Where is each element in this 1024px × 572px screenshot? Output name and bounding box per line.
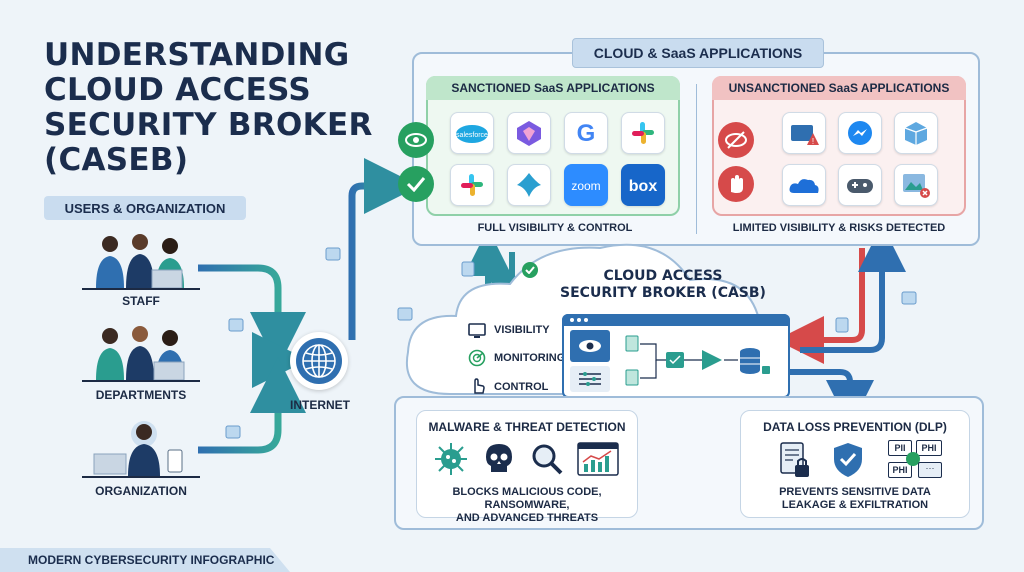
sliders-icon (570, 366, 610, 392)
monitor-icon (468, 322, 486, 340)
checkmark-icon (398, 166, 434, 202)
window-dot (570, 318, 574, 322)
globe-icon (290, 332, 348, 390)
radar-icon (468, 349, 486, 367)
casb-title-line1: CLOUD ACCESS (603, 268, 723, 284)
doc-icon (901, 291, 917, 305)
box-icon[interactable]: box (621, 164, 665, 206)
divider (82, 288, 200, 290)
casb-title-line2: SECURITY BROKER (CASB) (560, 285, 766, 301)
organization-illustration (82, 416, 200, 476)
arrow-casb-dlp-top (790, 369, 874, 428)
gamepad-icon[interactable] (838, 164, 882, 206)
window-dot (577, 318, 581, 322)
doc-icon (225, 425, 241, 439)
app-icon[interactable] (507, 164, 551, 206)
doc-icon (397, 307, 413, 321)
arrow-staff-internet (198, 264, 306, 368)
eye-slash-icon (718, 122, 754, 158)
shield-check-icon (828, 440, 868, 480)
eye-icon (398, 122, 434, 158)
feature-visibility: VISIBILITY (494, 324, 550, 336)
svg-text:zoom: zoom (571, 179, 600, 193)
ellipsis-tag-icon: ··· (918, 462, 942, 478)
departments-illustration (82, 322, 200, 381)
svg-text:!: ! (812, 137, 814, 146)
users-header: USERS & ORGANIZATION (44, 196, 246, 220)
phi-tag: PHI (916, 440, 942, 456)
arrow-organization-internet (198, 357, 306, 454)
doc-icon (325, 247, 341, 261)
unsanctioned-caption: LIMITED VISIBILITY & RISKS DETECTED (732, 222, 946, 234)
malware-header: MALWARE & THREAT DETECTION (428, 420, 626, 434)
feature-control: CONTROL (494, 381, 549, 393)
arrow-internet-sanctioned (348, 158, 420, 340)
pii-phi-tags: PII PHI PHI ··· (884, 440, 944, 480)
dlp-desc-line2: LEAKAGE & EXFILTRATION (781, 499, 929, 511)
zoom-icon[interactable]: zoom (564, 164, 608, 206)
malware-desc-line2: AND ADVANCED THREATS (455, 512, 599, 524)
casb-title: CLOUD ACCESS SECURITY BROKER (CASB) (548, 268, 778, 302)
svg-text:salesforce: salesforce (456, 132, 488, 139)
image-blocked-icon[interactable] (894, 164, 938, 206)
stop-hand-icon (718, 166, 754, 202)
malware-description: BLOCKS MALICIOUS CODE, RANSOMWARE, AND A… (416, 486, 638, 525)
feature-monitoring: MONITORING (494, 352, 566, 364)
window-dot (584, 318, 588, 322)
google-icon[interactable]: G (564, 112, 608, 154)
pointer-hand-icon (468, 376, 486, 394)
microsoft365-icon[interactable] (507, 112, 551, 154)
divider (82, 476, 200, 478)
link-node-icon (906, 452, 920, 466)
dlp-desc-line1: PREVENTS SENSITIVE DATA (779, 486, 931, 498)
checkmark-icon (522, 262, 538, 278)
arrow-casb-unsanctioned (800, 224, 906, 353)
slack-icon[interactable] (450, 164, 494, 206)
analytics-chart-icon (576, 440, 620, 478)
cloud-apps-header: CLOUD & SaaS APPLICATIONS (572, 38, 824, 68)
data-flow-diagram (625, 335, 770, 386)
cube-icon[interactable] (894, 112, 938, 154)
arrow-unsanctioned-casb (776, 248, 865, 364)
slack-icon[interactable] (621, 112, 665, 154)
virus-icon (432, 440, 470, 478)
folder-warning-icon[interactable]: ! (782, 112, 826, 154)
user-label-staff: STAFF (122, 294, 160, 308)
sanctioned-header: SANCTIONED SaaS APPLICATIONS (426, 76, 680, 100)
divider (696, 84, 697, 234)
messenger-icon[interactable] (838, 112, 882, 154)
footer-label: MODERN CYBERSECURITY INFOGRAPHIC (0, 548, 290, 572)
doc-icon (228, 318, 244, 332)
user-label-departments: DEPARTMENTS (95, 388, 187, 402)
dlp-description: PREVENTS SENSITIVE DATA LEAKAGE & EXFILT… (740, 486, 970, 512)
unsanctioned-header: UNSANCTIONED SaaS APPLICATIONS (712, 76, 966, 100)
onedrive-icon[interactable] (782, 164, 826, 206)
magnifier-icon (528, 440, 566, 478)
sanctioned-caption: FULL VISIBILITY & CONTROL (477, 222, 633, 234)
eye-icon (570, 330, 610, 362)
malware-desc-line1: BLOCKS MALICIOUS CODE, RANSOMWARE, (452, 486, 602, 511)
internet-label: INTERNET (290, 398, 350, 412)
user-label-organization: ORGANIZATION (95, 484, 187, 498)
svg-text:box: box (629, 178, 658, 195)
window-titlebar (562, 314, 790, 326)
doc-icon (835, 317, 849, 333)
phi-tag: PHI (888, 462, 912, 478)
skull-icon (480, 440, 518, 478)
dlp-header: DATA LOSS PREVENTION (DLP) (763, 420, 947, 434)
page-title: UNDERSTANDING CLOUD ACCESS SECURITY BROK… (44, 37, 373, 178)
svg-text:G: G (577, 120, 596, 146)
divider (82, 380, 200, 382)
pii-tag: PII (888, 440, 912, 456)
salesforce-icon[interactable]: salesforce (450, 112, 494, 154)
staff-illustration (82, 230, 200, 289)
doc-icon (461, 261, 475, 277)
locked-document-icon (774, 440, 814, 480)
